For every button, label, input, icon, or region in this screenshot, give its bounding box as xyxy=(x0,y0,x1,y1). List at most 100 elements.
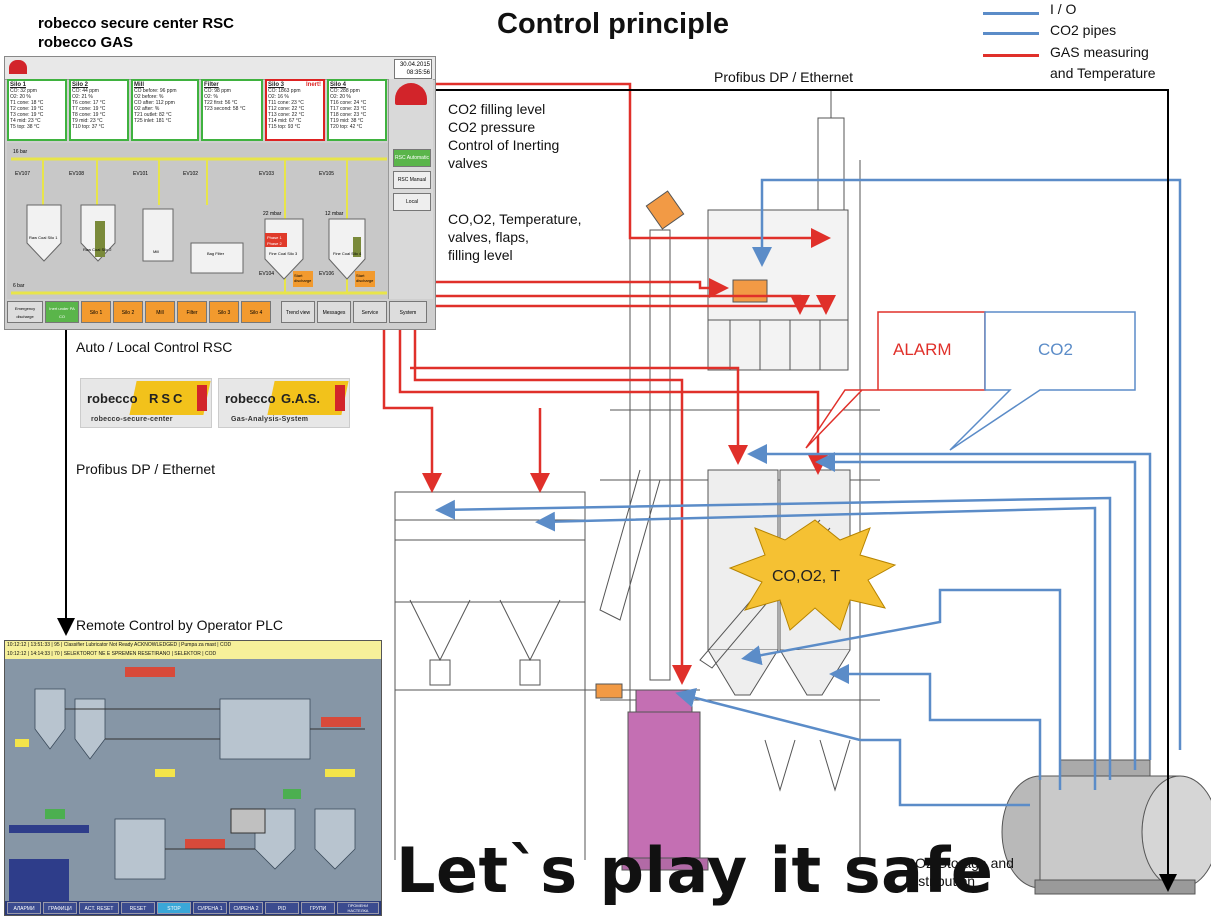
gas-logo-red-bar xyxy=(335,385,345,411)
burst-text: CO,O2, T xyxy=(772,568,840,586)
gas-note: CO,O2, Temperature, valves, flaps, filli… xyxy=(448,210,582,264)
plc-process-graphic xyxy=(5,659,381,901)
flap-filter xyxy=(733,280,767,302)
start-discharge[interactable]: Start discharge xyxy=(356,273,374,283)
rsc-logo-sub: robecco-secure-center xyxy=(91,416,173,423)
gas-logo-mark: G.A.S. xyxy=(281,391,320,406)
emergency-discharge-button[interactable]: Emergency discharge xyxy=(7,301,43,323)
groups-button[interactable]: ГРУПИ xyxy=(301,902,335,914)
trend-view-button[interactable]: Trend view xyxy=(281,301,315,323)
flap-top xyxy=(646,191,683,229)
silo2-tab[interactable]: Silo 2 xyxy=(113,301,143,323)
profibus-top-label: Profibus DP / Ethernet xyxy=(714,68,853,86)
valve-label[interactable]: EV108 xyxy=(69,171,84,177)
rsc-automatic-button[interactable]: RSC Automatic xyxy=(393,149,431,167)
pressure-label: 12 mbar xyxy=(325,211,343,217)
gas-logo-sub: Gas-Analysis-System xyxy=(231,416,308,423)
co2-note-line: valves xyxy=(448,154,559,172)
silo-label: Fine Coal Silo 3 xyxy=(269,251,299,256)
silo3-box[interactable]: Silo 3 Inert! CO: 1863 ppm O2: 16 % T11 … xyxy=(265,79,325,141)
rsc-bottom-bar: Emergency discharge Inert under PA CO Si… xyxy=(7,301,431,325)
start-discharge[interactable]: Start discharge xyxy=(294,273,312,283)
gas-note-line: filling level xyxy=(448,246,582,264)
flap-mill xyxy=(596,684,622,698)
service-button[interactable]: Service xyxy=(353,301,387,323)
valve-label[interactable]: EV106 xyxy=(319,271,334,277)
rsc-side-panel: RSC Automatic RSC Manual Local xyxy=(388,79,433,299)
gas-note-line: valves, flaps, xyxy=(448,228,582,246)
local-button[interactable]: Local xyxy=(393,193,431,211)
gas-logo-name: robecco xyxy=(225,391,276,406)
auto-local-label: Auto / Local Control RSC xyxy=(76,338,232,356)
filter-box[interactable]: Filter CO: 98 ppm O2: % T22 first: 56 °C… xyxy=(201,79,263,141)
reset-button[interactable]: RESET xyxy=(121,902,155,914)
rsc-side-logo-icon xyxy=(395,83,427,105)
valve-label[interactable]: EV103 xyxy=(259,171,274,177)
silo-label: Raw Coal Silo 1 xyxy=(29,235,59,240)
silo3-tab[interactable]: Silo 3 xyxy=(209,301,239,323)
mill-tab[interactable]: Mill xyxy=(145,301,175,323)
silo1-box[interactable]: Silo 1 CO: 32 ppm O2: 20 % T1 cone: 18 °… xyxy=(7,79,67,141)
stop-button[interactable]: STOP xyxy=(157,902,191,914)
remote-control-label: Remote Control by Operator PLC xyxy=(76,616,283,634)
rsc-date: 30.04.2015 xyxy=(396,61,430,69)
siren1-button[interactable]: СИРЕНА 1 xyxy=(193,902,227,914)
silo2-box[interactable]: Silo 2 CO: 44 ppm O2: 21 % T6 cone: 17 °… xyxy=(69,79,129,141)
rsc-process-view: 16 bar 6 bar EV107 EV108 EV101 EV102 EV1… xyxy=(7,143,389,299)
slogan: Let`s play it safe xyxy=(396,834,994,907)
box-line: T10 top: 37 °C xyxy=(72,124,126,130)
valve-label[interactable]: EV102 xyxy=(183,171,198,177)
system-button[interactable]: System xyxy=(389,301,427,323)
alarms-button[interactable]: АЛАРМИ xyxy=(7,902,41,914)
valve-label[interactable]: EV101 xyxy=(133,171,148,177)
box-line: T23 second: 58 °C xyxy=(204,106,260,112)
co2-note-line: CO2 filling level xyxy=(448,100,559,118)
rsc-topbar: 30.04.2015 08:35:56 xyxy=(5,57,435,80)
siren2-button[interactable]: СИРЕНА 2 xyxy=(229,902,263,914)
pid-button[interactable]: PID xyxy=(265,902,299,914)
plc-alarm-list: 10:12:12 | 13:51:33 | 95 | Classifier Lu… xyxy=(5,641,381,660)
rsc-manual-button[interactable]: RSC Manual xyxy=(393,171,431,189)
silo3-alarm-flag: Inert! xyxy=(306,82,321,88)
act-reset-button[interactable]: ACT. RESET xyxy=(79,902,119,914)
rsc-logo-mark: RSC xyxy=(149,391,185,406)
rsc-status-boxes: Silo 1 CO: 32 ppm O2: 20 % T1 cone: 18 °… xyxy=(7,79,389,141)
silo-label: Raw Coal Silo 2 xyxy=(83,247,113,252)
co2-note-line: CO2 pressure xyxy=(448,118,559,136)
box-line: T15 top: 93 °C xyxy=(268,124,322,130)
silo4-box[interactable]: Silo 4 CO: 288 ppm O2: 20 % T16 cone: 24… xyxy=(327,79,387,141)
valve-label[interactable]: EV104 xyxy=(259,271,274,277)
valve-label[interactable]: EV105 xyxy=(319,171,334,177)
rsc-logo-red-bar xyxy=(197,385,207,411)
rsc-logo-icon xyxy=(9,60,27,74)
box-line: T20 top: 42 °C xyxy=(330,124,384,130)
alarm-callout-text: ALARM xyxy=(893,340,952,360)
mill-label: Mill xyxy=(153,249,159,254)
rsc-logo-name: robecco xyxy=(87,391,138,406)
phase-label: Phase 1 xyxy=(267,235,282,240)
mill-box[interactable]: Mill CO before: 96 ppm O2 before: % CO a… xyxy=(131,79,199,141)
graphs-button[interactable]: ГРАФИЦИ xyxy=(43,902,77,914)
profibus-left-label: Profibus DP / Ethernet xyxy=(76,460,215,478)
pressure-high: 16 bar xyxy=(13,149,27,155)
plc-alarm-row[interactable]: 10:12:12 | 13:51:33 | 95 | Classifier Lu… xyxy=(7,641,381,650)
inert-button[interactable]: Inert under PA CO xyxy=(45,301,79,323)
pressure-label: 22 mbar xyxy=(263,211,281,217)
gas-logo: robecco G.A.S. Gas-Analysis-System xyxy=(218,378,350,428)
co2-note: CO2 filling level CO2 pressure Control o… xyxy=(448,100,559,172)
co2-note-line: Control of Inerting xyxy=(448,136,559,154)
silo-label: Fine Coal Silo 4 xyxy=(333,251,363,256)
phase-label: Phase 2 xyxy=(267,241,282,246)
gas-note-line: CO,O2, Temperature, xyxy=(448,210,582,228)
rsc-panel: 30.04.2015 08:35:56 Silo 1 CO: 32 ppm O2… xyxy=(4,56,436,330)
silo4-tab[interactable]: Silo 4 xyxy=(241,301,271,323)
plc-alarm-row[interactable]: 10:12:12 | 14:14:33 | 70 | SELEKTOROT NE… xyxy=(7,650,381,659)
box-line: T5 top: 38 °C xyxy=(10,124,64,130)
silo1-tab[interactable]: Silo 1 xyxy=(81,301,111,323)
valve-label[interactable]: EV107 xyxy=(15,171,30,177)
change-settings-button[interactable]: ПРОМЕНИ НАСТЕЛКА xyxy=(337,902,379,914)
co2-callout-text: CO2 xyxy=(1038,340,1073,360)
rsc-datetime: 30.04.2015 08:35:56 xyxy=(394,59,432,79)
filter-tab[interactable]: Filter xyxy=(177,301,207,323)
messages-button[interactable]: Messages xyxy=(317,301,351,323)
